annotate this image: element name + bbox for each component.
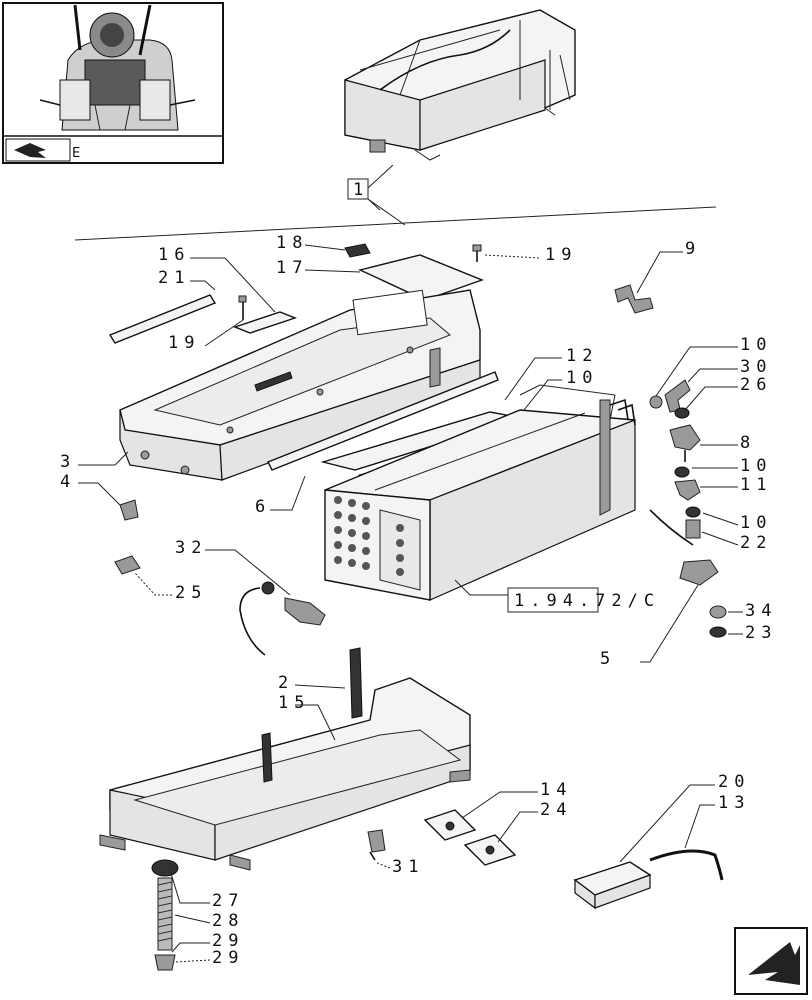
svg-text:32: 32 [175,538,207,558]
svg-text:4: 4 [60,472,76,492]
svg-text:8: 8 [740,433,756,453]
part-19-screw-b: 19 [168,295,247,353]
part-32-sensor: 32 [175,538,326,656]
svg-text:19: 19 [545,245,577,265]
part-15-14-plates: 14 24 [423,780,572,866]
svg-text:31: 31 [392,857,424,877]
svg-text:3: 3 [60,452,76,472]
section-divider [74,206,717,241]
part-3-housing-cover: 3 [60,289,481,481]
reference-callout: 1.94.72/C [454,579,660,613]
part-9-bracket: 9 [614,239,701,314]
svg-text:10: 10 [740,456,772,476]
heater-core [324,384,636,601]
svg-text:9: 9 [685,239,701,259]
svg-text:27: 27 [212,891,244,911]
tractor-cab-icon [39,4,196,131]
fitting-callouts: 10 30 26 8 10 11 10 22 [655,335,772,553]
svg-text:20: 20 [718,772,750,792]
forward-arrow-icon[interactable] [5,138,71,162]
svg-text:23: 23 [745,623,777,643]
svg-text:5: 5 [600,649,616,669]
bolt-assembly: 27 28 29 29 [151,859,244,971]
fittings-stack [649,379,719,586]
svg-text:10: 10 [740,335,772,355]
part-24-20-module: 20 13 [573,772,750,910]
part-31: 31 [367,829,424,877]
part-18: 18 [276,233,371,258]
svg-text:34: 34 [745,601,777,621]
svg-text:18: 18 [276,233,308,253]
svg-text:10: 10 [566,368,598,388]
svg-text:10: 10 [740,513,772,533]
svg-text:25: 25 [175,583,207,603]
part-33-34: 34 23 [709,601,777,643]
callout-1: 1 [347,164,394,200]
svg-text:16: 16 [158,245,190,265]
part-2-tray: 2 15 [99,647,471,871]
part-25-clip: 25 [114,555,207,603]
svg-text:15: 15 [278,693,310,713]
svg-text:29: 29 [212,948,244,968]
svg-text:24: 24 [540,800,572,820]
svg-text:28: 28 [212,911,244,931]
part-23-callout: 5 [600,584,699,669]
part-16-21: 16 21 [108,245,298,344]
part-4-clip: 4 [60,472,139,521]
svg-text:2: 2 [278,673,294,693]
svg-text:11: 11 [740,475,772,495]
svg-text:29: 29 [212,931,244,951]
part-17: 17 [276,254,484,301]
svg-text:1: 1 [353,180,369,200]
svg-text:19: 19 [168,333,200,353]
next-page-arrow-icon[interactable] [734,927,808,995]
svg-text:26: 26 [740,375,772,395]
svg-text:13: 13 [718,793,750,813]
svg-text:1.94.72/C: 1.94.72/C [514,591,660,611]
svg-text:30: 30 [740,357,772,377]
svg-text:22: 22 [740,533,772,553]
part-19-screw-a: 19 [472,244,577,265]
svg-text:21: 21 [158,268,190,288]
thumbnail-tag: E [72,146,80,161]
part-6-gasket: 6 [255,371,499,517]
svg-text:14: 14 [540,780,572,800]
core-fins [334,496,370,570]
svg-text:6: 6 [255,497,271,517]
thumbnail-frame: E [2,2,224,164]
svg-text:17: 17 [276,258,308,278]
svg-text:12: 12 [566,346,598,366]
heater-assembly-top [344,9,576,161]
